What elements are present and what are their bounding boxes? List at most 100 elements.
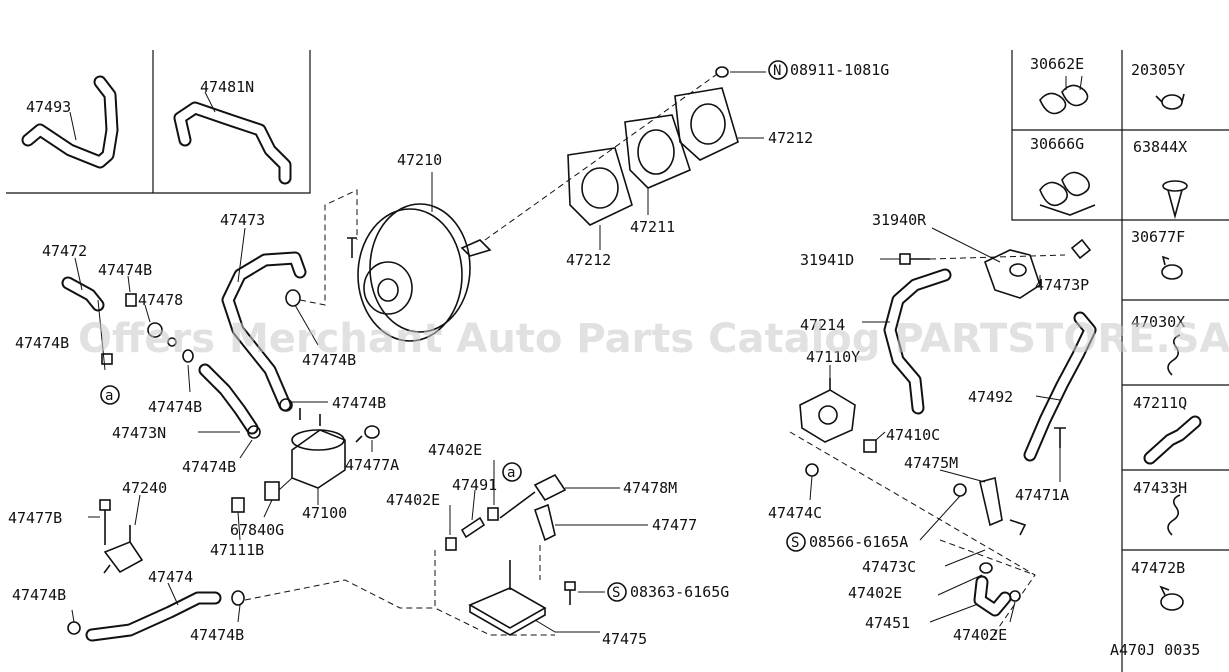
bracket-47477[interactable] bbox=[533, 503, 556, 542]
label-31940R: 31940R bbox=[872, 211, 927, 229]
label-31941D: 31941D bbox=[800, 251, 854, 269]
clamp-47402E-upper-icon bbox=[487, 507, 499, 521]
clamp-47402E-left-icon bbox=[445, 537, 457, 551]
clamp-icon-left bbox=[101, 353, 113, 365]
hose-47473[interactable] bbox=[221, 251, 307, 412]
clamp-20305Y-icon bbox=[1155, 93, 1185, 110]
label-47474C: 47474C bbox=[768, 504, 822, 522]
label-47402E-right: 47402E bbox=[848, 584, 902, 602]
bolt-47477B-icon[interactable] bbox=[99, 499, 111, 545]
label-47481N: 47481N bbox=[200, 78, 254, 96]
label-47477: 47477 bbox=[652, 516, 697, 534]
clip-47477A[interactable] bbox=[355, 425, 380, 443]
canister-47100[interactable] bbox=[291, 408, 346, 489]
label-47478: 47478 bbox=[138, 291, 183, 309]
spring-clip-47030X-icon bbox=[1167, 334, 1181, 376]
label-47493: 47493 bbox=[26, 98, 71, 116]
valve-47478M[interactable] bbox=[499, 473, 567, 519]
label-47211: 47211 bbox=[630, 218, 675, 236]
table-cell-30666G: 30666G bbox=[1030, 135, 1084, 153]
label-47474B-bottom: 47474B bbox=[190, 626, 244, 644]
clamp-icon-bottom bbox=[231, 590, 245, 606]
label-47474B-lower: 47474B bbox=[182, 458, 236, 476]
spacer-47211[interactable] bbox=[624, 114, 691, 189]
tube-47481N[interactable] bbox=[173, 101, 292, 185]
gasket-47212-upper[interactable] bbox=[674, 87, 739, 161]
hose-47492[interactable] bbox=[1023, 311, 1097, 462]
hose-47451[interactable] bbox=[973, 575, 1012, 617]
inset-frame bbox=[6, 50, 311, 194]
label-47210: 47210 bbox=[397, 151, 442, 169]
table-cell-63844X: 63844X bbox=[1133, 138, 1187, 156]
clip-30662E-icon bbox=[1039, 75, 1089, 115]
label-47474B-right: 47474B bbox=[332, 394, 386, 412]
connector-67840G[interactable] bbox=[264, 477, 293, 501]
label-08363-6165G: 08363-6165G bbox=[630, 583, 729, 601]
label-47473N: 47473N bbox=[112, 424, 166, 442]
clamp-47474C-icon[interactable] bbox=[805, 463, 819, 477]
bracket-47475M[interactable] bbox=[979, 477, 1027, 536]
label-47214: 47214 bbox=[800, 316, 845, 334]
bracket-47475[interactable] bbox=[468, 560, 547, 636]
nut-08911-icon[interactable] bbox=[715, 66, 729, 78]
side-table bbox=[1011, 50, 1229, 672]
label-47402E-bottom: 47402E bbox=[953, 626, 1007, 644]
label-47474: 47474 bbox=[148, 568, 193, 586]
clamp-47474B-icon bbox=[125, 293, 137, 307]
s-circle-marker-bottom bbox=[607, 582, 627, 602]
table-cell-30662E: 30662E bbox=[1030, 55, 1084, 73]
hose-47473N[interactable] bbox=[198, 363, 259, 435]
clamp-30677F-icon bbox=[1161, 255, 1183, 280]
label-47402E-left: 47402E bbox=[386, 491, 440, 509]
diagram-code: A470J 0035 bbox=[1110, 641, 1200, 659]
clip-47410C-icon[interactable] bbox=[863, 439, 877, 453]
bolt-08363-icon[interactable] bbox=[564, 581, 576, 605]
valve-47110Y[interactable] bbox=[799, 378, 856, 443]
n-marker-text: N bbox=[773, 63, 781, 79]
label-47473: 47473 bbox=[220, 211, 265, 229]
s-marker-text-right: S bbox=[791, 535, 799, 551]
a-circle-marker-left bbox=[100, 385, 120, 405]
hose-47472[interactable] bbox=[61, 276, 105, 312]
label-47471A: 47471A bbox=[1015, 486, 1069, 504]
spring-clip-47433H-icon bbox=[1167, 494, 1181, 536]
bracket-47111B-icon[interactable] bbox=[231, 497, 245, 513]
label-47111B: 47111B bbox=[210, 541, 264, 559]
label-47473P: 47473P bbox=[1035, 276, 1089, 294]
hose-47214[interactable] bbox=[883, 268, 952, 415]
table-cell-20305Y: 20305Y bbox=[1131, 61, 1185, 79]
label-47240: 47240 bbox=[122, 479, 167, 497]
clamp-icon-lower bbox=[247, 425, 261, 439]
label-47451: 47451 bbox=[865, 614, 910, 632]
clip-47471A[interactable] bbox=[1054, 427, 1066, 448]
label-47402E-upper: 47402E bbox=[428, 441, 482, 459]
label-47477A: 47477A bbox=[345, 456, 399, 474]
label-47474B-top: 47474B bbox=[98, 261, 152, 279]
label-47212-upper: 47212 bbox=[768, 129, 813, 147]
n-circle-marker bbox=[768, 60, 788, 80]
clip-47473P[interactable] bbox=[1070, 238, 1092, 260]
bolt-08566-icon[interactable] bbox=[953, 483, 967, 497]
brake-booster-47210[interactable] bbox=[347, 203, 492, 342]
clamp-47402E-right-icon bbox=[979, 562, 993, 574]
pipe-47491[interactable] bbox=[460, 516, 486, 539]
clamp-icon-right bbox=[279, 398, 293, 412]
valve-47240[interactable] bbox=[103, 525, 144, 574]
clamp-47402E-bottom-icon bbox=[1009, 590, 1021, 602]
label-47110Y: 47110Y bbox=[806, 348, 860, 366]
clamp-icon-bottom-left bbox=[67, 621, 81, 635]
gasket-47212-lower[interactable] bbox=[567, 147, 633, 226]
label-47492: 47492 bbox=[968, 388, 1013, 406]
label-47410C: 47410C bbox=[886, 426, 940, 444]
tube-47493[interactable] bbox=[21, 75, 119, 169]
a-marker-text-center: a bbox=[507, 465, 515, 481]
check-valve-47478[interactable] bbox=[147, 322, 177, 347]
label-47473C: 47473C bbox=[862, 558, 916, 576]
bolt-31941D-icon[interactable] bbox=[899, 253, 930, 265]
label-47474B-booster: 47474B bbox=[302, 351, 356, 369]
clamp-icon-mid bbox=[182, 349, 194, 363]
watermark: Offers Merchant Auto Parts Catalog PARTS… bbox=[78, 316, 1229, 362]
hose-47211Q-icon bbox=[1143, 415, 1202, 465]
hose-47474[interactable] bbox=[85, 591, 222, 642]
